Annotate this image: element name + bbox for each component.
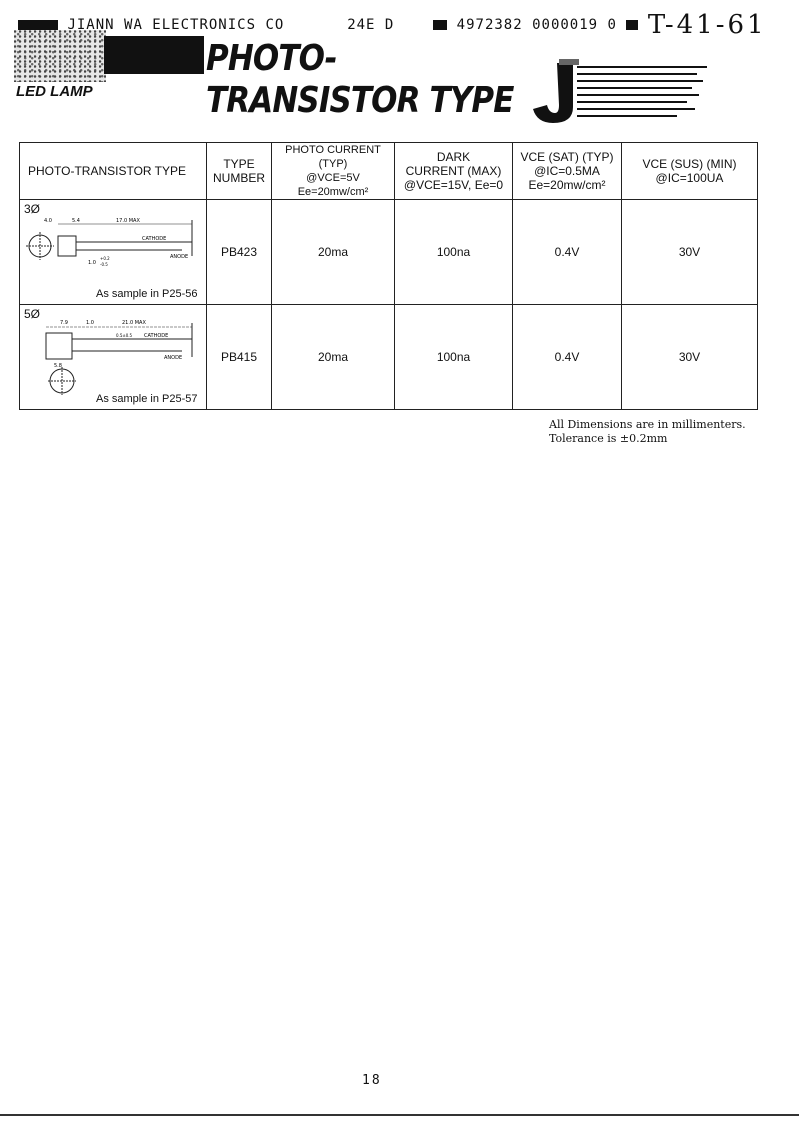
table-row: 5Ø 7.9 1.0 21.0 MAX CATHODE ANODE 5.8 0.…	[19, 304, 758, 410]
type-number-cell: PB423	[206, 199, 272, 305]
dim-tol: +0.2	[100, 256, 110, 261]
dim-tol2: -0.5	[100, 262, 108, 267]
dim-lead: 5.8	[54, 363, 62, 369]
handwritten-code: T-41-61	[647, 10, 767, 40]
note-line-1: All Dimensions are in millimenters.	[549, 418, 746, 431]
col-header-dark-line2: CURRENT (MAX)	[405, 164, 502, 178]
col-header-type: PHOTO-TRANSISTOR TYPE	[19, 142, 207, 200]
col-header-vcesus-line2: @IC=100UA	[655, 171, 724, 185]
page-title: PHOTO- TRANSISTOR TYPE	[206, 38, 514, 122]
col-header-number-line2: NUMBER	[212, 171, 265, 185]
black-title-block	[104, 36, 204, 74]
dim-d1: 4.0	[44, 218, 52, 224]
led-3mm-drawing-icon: 4.0 5.4 17.0 MAX CATHODE ANODE 1.0 +0.2 …	[26, 218, 193, 267]
photo-current-cell: 20ma	[271, 199, 395, 305]
col-header-number: TYPE NUMBER	[206, 142, 272, 200]
col-header-dark-line3: @VCE=15V, Ee=0	[403, 178, 504, 192]
col-header-vce-sat: VCE (SAT) (TYP) @IC=0.5MA Ee=20mw/cm²	[512, 142, 622, 200]
col-header-vcesat-line1: VCE (SAT) (TYP)	[520, 150, 614, 164]
title-line-1: PHOTO-	[206, 38, 337, 79]
header-code-2: 4972382 0000019 0	[456, 17, 617, 33]
dark-current-cell: 100na	[394, 304, 513, 410]
vce-sat-cell: 0.4V	[512, 199, 622, 305]
dim-cathode: CATHODE	[144, 333, 168, 339]
col-header-vce-sus: VCE (SUS) (MIN) @IC=100UA	[621, 142, 758, 200]
page-number: 18	[362, 1073, 382, 1088]
category-label: LED LAMP	[16, 83, 93, 100]
dark-current-cell: 100na	[394, 199, 513, 305]
device-drawing-cell: 5Ø 7.9 1.0 21.0 MAX CATHODE ANODE 5.8 0.…	[19, 304, 207, 410]
spec-table: PHOTO-TRANSISTOR TYPE TYPE NUMBER PHOTO …	[19, 142, 758, 410]
sample-reference: As sample in P25-56	[96, 288, 198, 300]
dim-d2: 5.4	[72, 218, 80, 224]
col-header-photo-line2: @VCE=5V	[306, 172, 360, 184]
black-square-2	[626, 20, 639, 30]
sample-reference: As sample in P25-57	[96, 393, 198, 405]
dim-anode: ANODE	[170, 254, 188, 260]
type-number-cell: PB415	[206, 304, 272, 410]
col-header-vcesat-line3: Ee=20mw/cm²	[528, 178, 606, 192]
col-header-vcesat-line2: @IC=0.5MA	[534, 164, 600, 178]
dim-d1: 7.9	[60, 320, 68, 326]
col-header-dark-line1: DARK	[436, 150, 471, 164]
table-row: 3Ø 4.0 5.4 17.0 MAX CATHODE ANODE 1.0 +0…	[19, 199, 758, 305]
vce-sat-cell: 0.4V	[512, 304, 622, 410]
device-size: 3Ø	[24, 202, 41, 216]
device-drawing-cell: 3Ø 4.0 5.4 17.0 MAX CATHODE ANODE 1.0 +0…	[19, 199, 207, 305]
col-header-vcesus-line1: VCE (SUS) (MIN)	[642, 157, 737, 171]
dim-d2: 1.0	[86, 320, 94, 326]
header-code-1: 24E D	[347, 17, 395, 33]
col-header-number-line1: TYPE	[223, 157, 255, 171]
photo-current-cell: 20ma	[271, 304, 395, 410]
note-line-2: Tolerance is ±0.2mm	[549, 432, 668, 445]
title-line-2: TRANSISTOR TYPE	[206, 80, 514, 121]
led-5mm-drawing-icon: 7.9 1.0 21.0 MAX CATHODE ANODE 5.8 0.5±0…	[45, 320, 193, 395]
col-header-photo-line3: Ee=20mw/cm²	[297, 186, 369, 198]
header-strip: JIANN WA ELECTRONICS CO 24E D 4972382 00…	[18, 10, 764, 40]
speckle-texture	[14, 30, 106, 82]
col-header-photo-current: PHOTO CURRENT (TYP) @VCE=5V Ee=20mw/cm²	[271, 142, 395, 200]
black-bar-left	[18, 20, 58, 30]
vce-sus-cell: 30V	[621, 304, 758, 410]
company-name: JIANN WA ELECTRONICS CO	[67, 17, 285, 33]
dim-tol: 0.5±0.5	[116, 333, 133, 338]
dim-anode: ANODE	[164, 355, 182, 361]
table-header-row: PHOTO-TRANSISTOR TYPE TYPE NUMBER PHOTO …	[19, 142, 758, 200]
company-logo-icon	[533, 59, 707, 123]
col-header-dark-current: DARK CURRENT (MAX) @VCE=15V, Ee=0	[394, 142, 513, 200]
dim-length: 21.0 MAX	[122, 320, 146, 326]
vce-sus-cell: 30V	[621, 199, 758, 305]
col-header-photo-line1: PHOTO CURRENT (TYP)	[285, 144, 381, 170]
dim-lead: 1.0	[88, 260, 96, 266]
bottom-rule	[0, 1114, 799, 1116]
black-square-1	[433, 20, 448, 30]
device-size: 5Ø	[24, 307, 41, 321]
dim-length: 17.0 MAX	[116, 218, 140, 224]
dimension-note: All Dimensions are in millimenters. Tole…	[549, 418, 746, 446]
dim-cathode: CATHODE	[142, 236, 166, 242]
